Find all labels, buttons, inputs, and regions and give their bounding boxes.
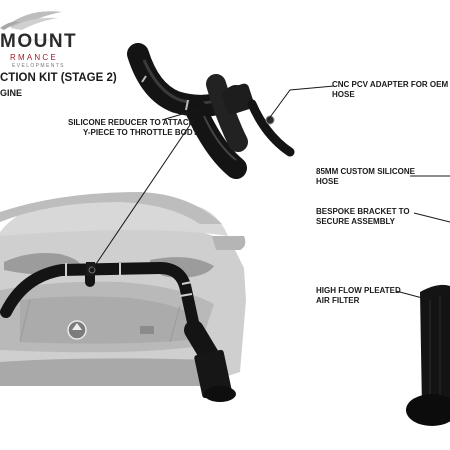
air-filter-image	[406, 284, 450, 426]
callout-leader-lines	[89, 85, 450, 301]
callout-line: CNC PCV ADAPTER FOR OEM	[332, 80, 449, 89]
callout-line: 85mm CUSTOM SILICONE	[316, 167, 415, 176]
callout-line: BESPOKE BRACKET TO	[316, 207, 410, 216]
callout-silicone-hose: 85mm CUSTOM SILICONE HOSE	[316, 167, 415, 187]
callout-line: HOSE	[316, 177, 339, 186]
brand-subline: RMANCE	[10, 53, 58, 62]
callout-line: HIGH FLOW PLEATED	[316, 286, 401, 295]
callout-bespoke-bracket: BESPOKE BRACKET TO SECURE ASSEMBLY	[316, 207, 410, 227]
upper-intake-pipe	[127, 43, 295, 179]
brand-wordmark: MOUNT	[0, 31, 78, 52]
callout-line: SECURE ASSEMBLY	[316, 217, 395, 226]
callout-air-filter: HIGH FLOW PLEATED AIR FILTER	[316, 286, 401, 306]
callout-line: AIR FILTER	[316, 296, 360, 305]
wings-logo-icon	[0, 11, 62, 41]
brand-tagline: EVELOPMENTS	[12, 63, 65, 69]
car-badge-icon	[67, 320, 154, 340]
car-silhouette	[0, 192, 246, 386]
callout-line: HOSE	[332, 90, 355, 99]
product-subtitle: GINE	[0, 88, 23, 98]
product-title: CTION KIT (STAGE 2)	[0, 72, 117, 84]
callout-silicone-reducer: SILICONE REDUCER TO ATTACH Y-PIECE TO TH…	[68, 118, 198, 138]
callout-line: SILICONE REDUCER TO ATTACH	[68, 118, 195, 127]
callout-line: Y-PIECE TO THROTTLE BODY	[83, 128, 198, 137]
callout-pcv-adapter: CNC PCV ADAPTER FOR OEM HOSE	[332, 80, 448, 100]
lower-intake-pipe	[0, 261, 236, 402]
